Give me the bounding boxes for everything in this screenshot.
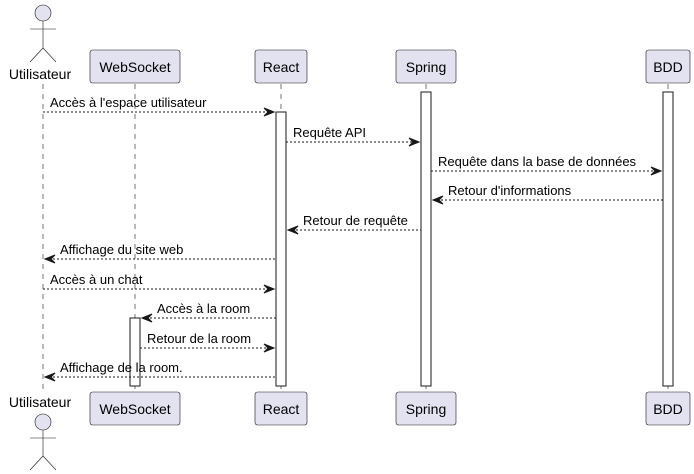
arrowhead-left-icon [43, 254, 56, 264]
activation-bdd [662, 91, 674, 387]
participant-label: Spring [406, 59, 446, 75]
arrowhead-right-icon [263, 107, 276, 117]
actor-utilisateur-top: Utilisateur [9, 4, 72, 82]
participant-bdd-top: BDD [645, 49, 691, 84]
arrowhead-right-icon [263, 284, 276, 294]
arrowhead-left-icon [431, 195, 444, 205]
message-3: Requête dans la base de données [431, 154, 663, 176]
message-label: Accès à un chat [50, 272, 143, 287]
message-7: Accès à un chat [43, 272, 276, 294]
participant-label: BDD [653, 59, 683, 75]
message-label: Requête API [293, 125, 366, 140]
message-label: Requête dans la base de données [438, 154, 637, 169]
activation-websocket [129, 317, 141, 387]
message-8: Accès à la room [140, 301, 276, 323]
message-9: Retour de la room [140, 331, 276, 353]
message-label: Retour de la room [147, 331, 251, 346]
participant-spring-top: Spring [395, 49, 457, 84]
participant-label: WebSocket [99, 59, 170, 75]
message-6: Affichage du site web [43, 242, 276, 264]
actor-utilisateur-bottom: Utilisateur [9, 394, 72, 471]
message-label: Retour de requête [303, 213, 408, 228]
arrowhead-left-icon [43, 372, 56, 382]
arrowhead-left-icon [140, 313, 153, 323]
actor-label-bottom: Utilisateur [9, 394, 72, 410]
message-2: Requête API [286, 125, 421, 147]
participant-react-top: React [254, 49, 308, 84]
activation-spring [420, 91, 432, 387]
message-4: Retour d'informations [431, 183, 663, 205]
actor-head-icon [34, 4, 52, 22]
participant-websocket-top: WebSocket [89, 49, 181, 84]
participant-label: BDD [653, 401, 683, 417]
message-label: Affichage de la room. [60, 360, 183, 375]
participant-websocket-bottom: WebSocket [89, 391, 181, 426]
participant-label: React [263, 59, 300, 75]
arrowhead-right-icon [408, 137, 421, 147]
arrowhead-right-icon [263, 343, 276, 353]
participant-label: Spring [406, 401, 446, 417]
participant-label: WebSocket [99, 401, 170, 417]
message-10: Affichage de la room. [43, 360, 276, 382]
message-label: Accès à l'espace utilisateur [50, 95, 207, 110]
actor-head-icon [34, 413, 52, 431]
activation-react [275, 111, 287, 387]
message-1: Accès à l'espace utilisateur [43, 95, 276, 117]
arrowhead-left-icon [286, 225, 299, 235]
participant-react-bottom: React [254, 391, 308, 426]
arrowhead-right-icon [650, 166, 663, 176]
participant-label: React [263, 401, 300, 417]
actor-label-top: Utilisateur [9, 66, 72, 82]
message-label: Accès à la room [157, 301, 250, 316]
message-label: Retour d'informations [448, 183, 572, 198]
message-5: Retour de requête [286, 213, 421, 235]
participant-spring-bottom: Spring [395, 391, 457, 426]
participant-bdd-bottom: BDD [645, 391, 691, 426]
message-label: Affichage du site web [60, 242, 183, 257]
